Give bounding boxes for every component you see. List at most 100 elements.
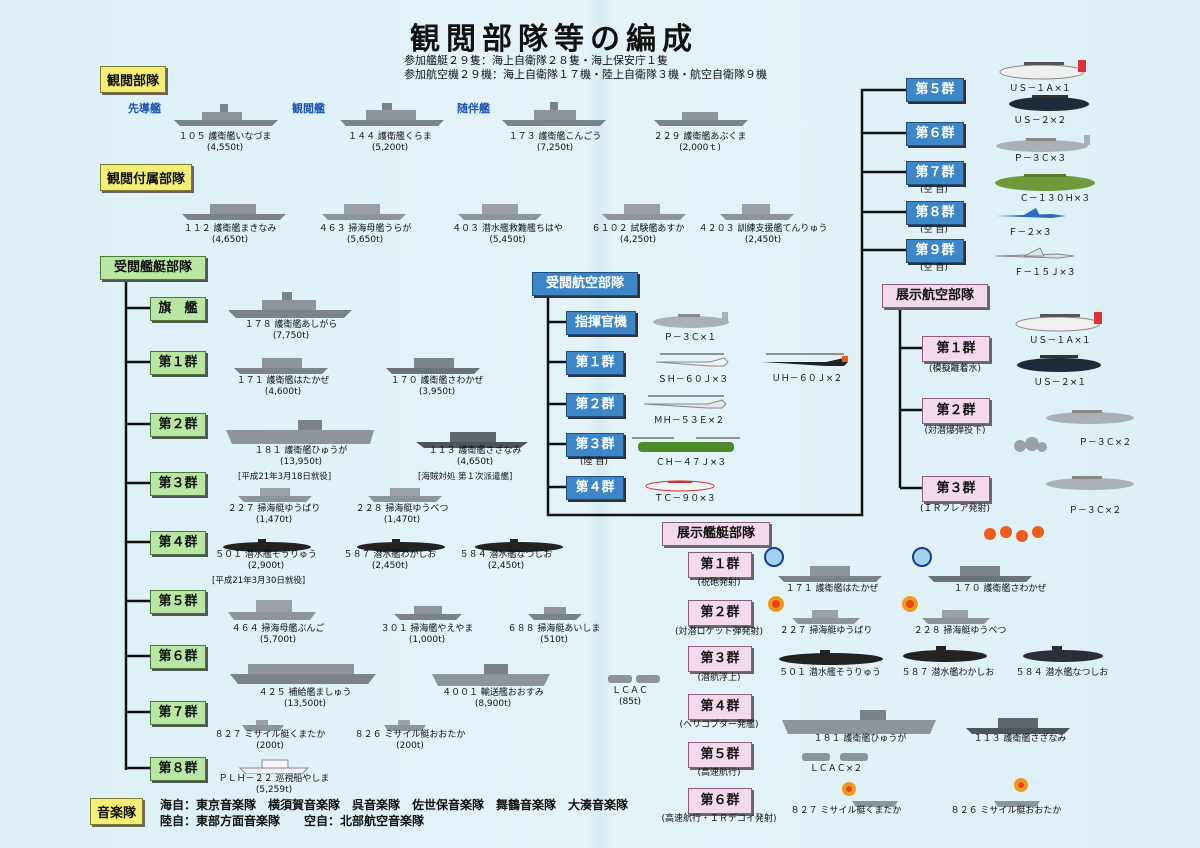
attached-force-label: 観閲付属部隊 xyxy=(100,164,193,191)
explosion-icon xyxy=(1012,776,1030,798)
ship-caption: １７１ 護衛艦はたかぜ(4,600t) xyxy=(236,376,330,397)
ship-caption: １１２ 護衛艦まきなみ(4,650t) xyxy=(183,224,277,245)
explosion-icon xyxy=(766,594,786,618)
aircraft-caption: Ｃ－１３０Ｈ×３ xyxy=(1019,194,1091,204)
group-4: 第４群 xyxy=(150,531,206,555)
ship-icon xyxy=(606,670,662,689)
aircraft-icon xyxy=(630,432,742,460)
aircraft-caption: ＵＨ－６０Ｊ×２ xyxy=(771,374,843,384)
ship-caption: ８２６ ミサイル艇おおたか(200t) xyxy=(354,730,466,751)
ship-caption: １０５ 護衛艦いなづま(4,550t) xyxy=(178,132,272,153)
ship-icon xyxy=(850,792,900,811)
aircraft-icon xyxy=(648,308,734,336)
aircraft-icon xyxy=(638,390,730,418)
ship-icon xyxy=(240,716,286,735)
ship-icon xyxy=(992,792,1042,811)
ship-icon xyxy=(718,198,798,224)
aircraft-caption: ＴＣ－９０×３ xyxy=(654,494,716,504)
ship-caption: ６１０２ 試験艦あすか(4,250t) xyxy=(591,224,685,245)
aircraft-icon xyxy=(992,244,1078,268)
ship-icon xyxy=(926,560,1036,586)
ship-icon xyxy=(600,198,690,224)
demo-air-group-1-sub: (模擬離着水) xyxy=(928,364,982,374)
ship-caption: ３０１ 掃海艦やえやま(1,000t) xyxy=(380,624,474,645)
aircraft-icon xyxy=(1010,308,1106,338)
demo-air-group-2: 第２群 xyxy=(922,398,990,424)
air-group-3-sub: (陸 自) xyxy=(580,457,608,467)
ship-icon xyxy=(780,708,940,738)
reviewed-aircraft-label: 受閲航空部隊 xyxy=(532,272,638,296)
aircraft-caption: ＳＨ－６０Ｊ×３ xyxy=(657,375,729,385)
air-group-5: 第５群 xyxy=(906,78,964,102)
demo-ship-caption: １８１ 護衛艦ひゅうが xyxy=(813,734,907,744)
ship-icon xyxy=(500,100,610,130)
ship-caption: １４４ 護衛艦くらま(5,200t) xyxy=(348,132,432,153)
ship-icon xyxy=(232,350,332,378)
smoke-icon xyxy=(762,546,786,572)
demo-ship-group-2-sub: (対潜ロケット弾発射) xyxy=(674,627,764,637)
air-group-2: 第２群 xyxy=(566,393,624,417)
aircraft-caption: Ｐ－３Ｃ×１ xyxy=(663,333,717,343)
ship-caption: １７８ 護衛艦あしがら(7,750t) xyxy=(244,320,338,341)
ship-caption: １１３ 護衛艦さざなみ(4,650t) xyxy=(428,446,522,467)
ship-caption: ５０１ 潜水艦そうりゅう(2,900t) xyxy=(215,550,317,571)
ship-caption: ４２０３ 訓練支援艦てんりゅう(2,450t) xyxy=(698,224,828,245)
ship-icon xyxy=(172,100,282,130)
aircraft-caption: ＵＳ－２×２ xyxy=(1013,116,1067,126)
aircraft-caption: ＭＨ－５３Ｅ×２ xyxy=(653,416,725,426)
ship-icon xyxy=(964,712,1074,738)
aircraft-caption: Ｐ－３Ｃ×２ xyxy=(1078,438,1132,448)
ship-caption: ４００１ 輸送艦おおすみ(8,900t) xyxy=(442,688,544,709)
demo-air-group-3: 第３群 xyxy=(922,476,990,502)
demo-ship-caption: ２２８ 掃海艇ゆうべつ xyxy=(913,626,1007,636)
demo-aircraft-label: 展示航空部隊 xyxy=(882,284,988,308)
air-group-8-sub: (空 自) xyxy=(920,225,948,235)
aircraft-summary: 参加航空機２９機：海上自衛隊１７機・陸上自衛隊３機・航空自衛隊９機 xyxy=(404,68,767,81)
aircraft-caption: ＣＨ－４７Ｊ×３ xyxy=(655,458,727,468)
demo-ship-group-6-sub: (高速航行・ＩＲデコイ発射) xyxy=(661,814,777,824)
ship-caption: ４０３ 潜水艦救難艦ちはや(5,450t) xyxy=(452,224,563,245)
group-flagship: 旗 艦 xyxy=(150,297,206,321)
aircraft-icon xyxy=(1040,470,1140,498)
aircraft-icon xyxy=(640,474,720,498)
aircraft-icon xyxy=(1040,404,1140,432)
demo-ship-group-5-sub: (高速航行) xyxy=(697,768,741,778)
group-5: 第５群 xyxy=(150,590,206,614)
aircraft-icon xyxy=(994,56,1090,86)
ship-icon xyxy=(392,602,466,624)
demo-ship-group-3: 第３群 xyxy=(688,646,752,672)
group-8: 第８群 xyxy=(150,757,206,781)
aircraft-icon xyxy=(990,132,1094,160)
review-force-label: 観閲部隊 xyxy=(100,66,167,93)
note: [平成21年3月18日就役] xyxy=(238,472,332,482)
ship-icon xyxy=(800,748,872,767)
aircraft-caption: Ｐ－３Ｃ×３ xyxy=(1013,154,1067,164)
band-line-2: 陸自：東部方面音楽隊 空自：北部航空音楽隊 xyxy=(160,814,425,828)
ship-caption: ２２７ 掃海艇ゆうばり(1,470t) xyxy=(227,504,321,525)
explosion-icon xyxy=(840,780,858,802)
ship-caption: ５８７ 潜水艦わかしお(2,450t) xyxy=(343,550,437,571)
note: [平成21年3月30日就役] xyxy=(212,576,306,586)
ship-icon xyxy=(1020,642,1106,668)
demo-ship-caption: ８２６ ミサイル艇おおたか xyxy=(950,806,1062,816)
aircraft-caption: ＵＳ－１Ａ×１ xyxy=(1009,84,1071,94)
demo-air-group-3-sub: (ＩＲフレア発射) xyxy=(919,504,991,514)
group-1: 第１群 xyxy=(150,351,206,375)
aircraft-icon xyxy=(1012,350,1106,380)
ship-icon xyxy=(776,648,886,670)
aircraft-caption: Ｆ－１５Ｊ×３ xyxy=(1014,268,1076,278)
ship-icon xyxy=(900,642,990,668)
flare-icon xyxy=(980,520,1050,552)
ship-caption: １７０ 護衛艦さわかぜ(3,950t) xyxy=(390,376,484,397)
ship-icon xyxy=(238,756,312,778)
ship-icon xyxy=(224,416,378,448)
ship-icon xyxy=(222,538,312,557)
ship-icon xyxy=(384,350,484,378)
role-lead: 先導艦 xyxy=(128,102,161,115)
group-6: 第６群 xyxy=(150,645,206,669)
air-group-1: 第１群 xyxy=(566,351,624,375)
ship-caption: ４２５ 補給艦ましゅう(13,500t) xyxy=(258,688,352,709)
demo-ship-caption: ＬＣＡＣ×２ xyxy=(809,764,863,774)
demo-ship-caption: １７０ 護衛艦さわかぜ xyxy=(953,584,1047,594)
